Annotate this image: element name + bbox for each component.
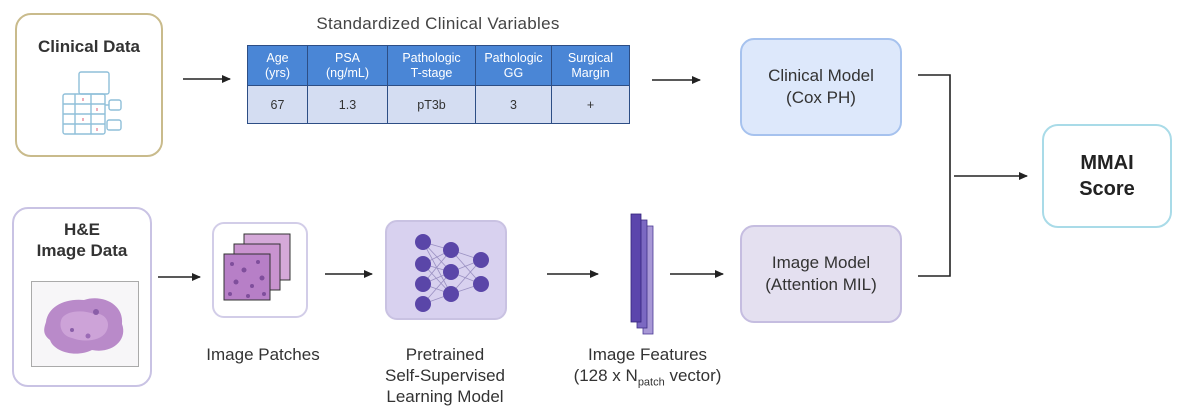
mmai-label: MMAI: [1080, 152, 1134, 174]
image-features-icon: [630, 213, 654, 335]
whole-slide-image: [31, 281, 139, 367]
cell-age: 67: [247, 85, 308, 124]
cell-margin: +: [551, 85, 630, 124]
clinical-form-icon: [62, 71, 122, 135]
header-psa: PSA(ng/mL): [307, 45, 388, 86]
table-row: 67 1.3 pT3b 3 +: [247, 85, 630, 124]
image-model-method: (Attention MIL): [765, 275, 877, 294]
tissue-icon: [44, 298, 124, 354]
connector-clinical-model: [918, 74, 951, 277]
image-model-name: Image Model: [771, 253, 871, 272]
cell-gg: 3: [475, 85, 552, 124]
score-label: Score: [1079, 178, 1135, 200]
image-patches-caption: Image Patches: [206, 345, 320, 364]
clinical-model-box: Clinical Model (Cox PH): [740, 38, 902, 136]
clinical-data-card: Clinical Data: [15, 13, 163, 157]
image-model-box: Image Model (Attention MIL): [740, 225, 902, 323]
clinical-model-name: Clinical Model: [768, 66, 874, 85]
image-patches-icon: [223, 233, 291, 301]
cell-t-stage: pT3b: [387, 85, 476, 124]
ssl-model-card: [385, 220, 507, 320]
mmai-score-box: MMAI Score: [1042, 124, 1172, 228]
clinical-model-method: (Cox PH): [786, 88, 856, 107]
header-age: Age(yrs): [247, 45, 308, 86]
neural-network-icon: [415, 234, 489, 312]
variables-table-title: Standardized Clinical Variables: [316, 14, 560, 33]
clinical-data-title: Clinical Data: [37, 37, 141, 56]
image-patches-card: [212, 222, 308, 318]
image-features-caption: Image Features(128 x Npatch vector): [573, 345, 722, 389]
cell-psa: 1.3: [307, 85, 388, 124]
